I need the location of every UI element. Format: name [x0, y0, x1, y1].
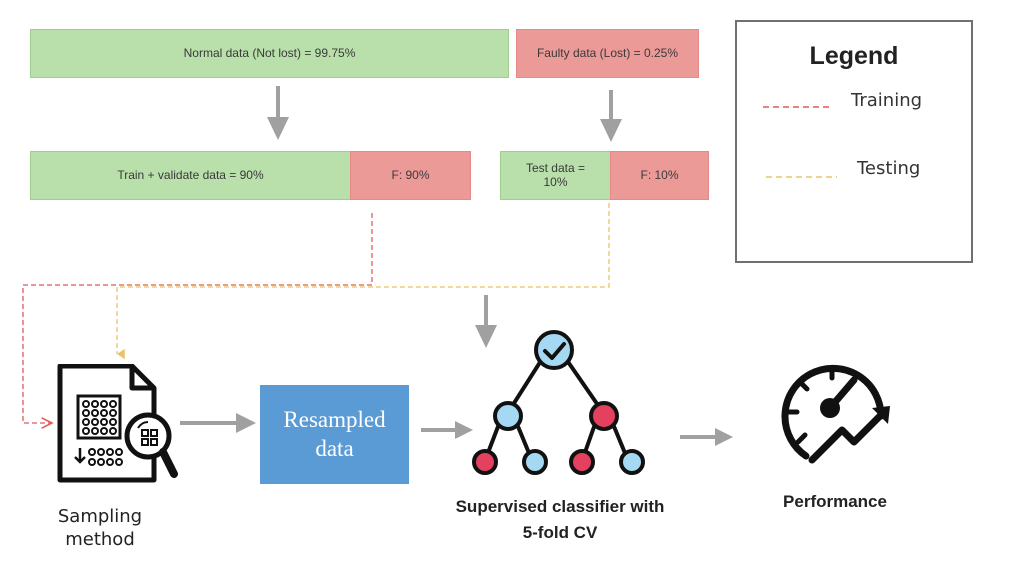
faulty-data-label: Faulty data (Lost) = 0.25% [536, 45, 679, 60]
test-faulty-box: F: 10% [610, 151, 709, 200]
train-faulty-label: F: 90% [391, 167, 430, 182]
legend-title: Legend [809, 42, 899, 70]
train-validate-box: Train + validate data = 90% [30, 151, 351, 200]
down-arrow-classifier [475, 295, 497, 348]
sampling-method-caption: Sampling method [57, 506, 143, 551]
legend-testing-label: Testing [857, 158, 921, 179]
normal-data-label: Normal data (Not lost) = 99.75% [183, 45, 356, 60]
resampled-data-label: Resampled data [283, 406, 386, 461]
legend-training-label: Training [851, 90, 923, 111]
decision-tree-icon [472, 330, 645, 475]
performance-caption: Performance [783, 492, 887, 511]
legend: Legend Training Testing [735, 20, 973, 263]
training-path [22, 213, 373, 423]
test-data-box: Test data = 10% [500, 151, 611, 200]
train-faulty-box: F: 90% [350, 151, 471, 200]
right-arrow-resampled [421, 421, 473, 439]
down-arrow-faulty [600, 90, 622, 142]
right-arrow-sampling [180, 413, 256, 433]
classifier-caption: Supervised classifier with 5-fold CV [455, 497, 665, 543]
speedometer-growth-icon [781, 364, 890, 464]
legend-swatches [763, 106, 837, 178]
resampled-data-box: Resampled data [260, 385, 409, 484]
faulty-data-box: Faulty data (Lost) = 0.25% [516, 29, 699, 78]
normal-data-box: Normal data (Not lost) = 99.75% [30, 29, 509, 78]
test-data-label: Test data = 10% [525, 160, 586, 189]
train-validate-label: Train + validate data = 90% [117, 167, 264, 182]
right-arrow-performance [680, 428, 733, 446]
test-faulty-label: F: 10% [640, 167, 679, 182]
down-arrow-normal [267, 86, 289, 140]
document-magnifier-icon [57, 364, 178, 483]
testing-path [116, 203, 610, 360]
